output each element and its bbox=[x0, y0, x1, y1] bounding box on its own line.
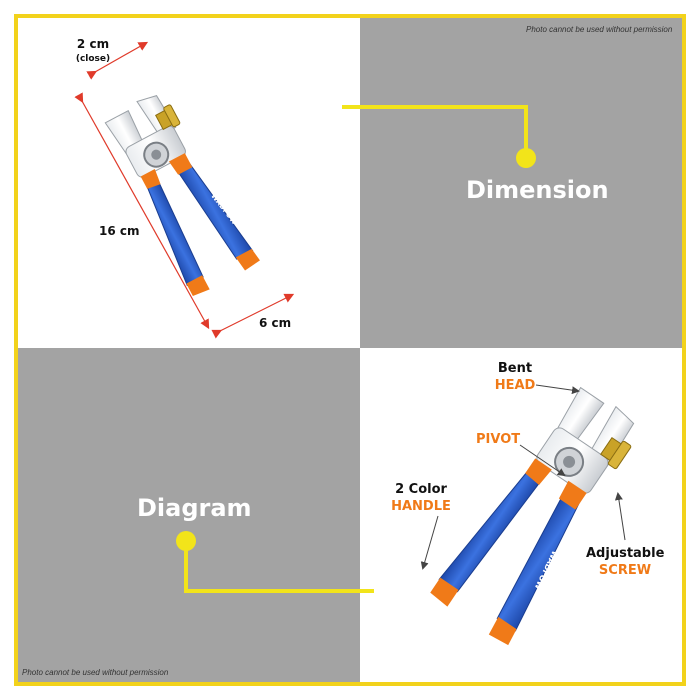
handle-callout: 2 Color HANDLE bbox=[386, 481, 456, 515]
permission-notice-top: Photo cannot be used without permission bbox=[526, 25, 673, 34]
length-dimension-label: 16 cm bbox=[99, 224, 140, 238]
dimension-arrows bbox=[74, 41, 295, 339]
diagram-heading: Diagram bbox=[137, 494, 252, 522]
panel-dimension-title bbox=[360, 18, 682, 348]
handle-line2: HANDLE bbox=[391, 499, 451, 514]
width-value: 2 cm bbox=[76, 37, 110, 51]
permission-notice-bottom: Photo cannot be used without permission bbox=[22, 668, 169, 677]
screw-callout: Adjustable SCREW bbox=[586, 545, 664, 579]
callout-arrows bbox=[420, 384, 626, 570]
bent-head-callout: Bent HEAD bbox=[490, 360, 540, 394]
handle-dimension-label: 6 cm bbox=[259, 316, 292, 330]
yellow-frame bbox=[14, 14, 686, 686]
screw-line2: SCREW bbox=[598, 563, 652, 578]
width-dimension-label: 2 cm (close) bbox=[68, 36, 118, 65]
screw-line1: Adjustable bbox=[586, 546, 665, 561]
handle-line1: 2 Color bbox=[395, 482, 447, 497]
panel-diagram-photo bbox=[360, 348, 682, 682]
dimension-heading: Dimension bbox=[466, 176, 609, 204]
panel-diagram-title bbox=[18, 348, 360, 682]
pliers-diagram-image: WADFOW bbox=[430, 386, 635, 646]
bent-head-line2: HEAD bbox=[494, 378, 536, 393]
bent-head-line1: Bent bbox=[497, 361, 533, 376]
diagram-connector bbox=[176, 531, 374, 593]
pliers-dimension-image: WADFOW bbox=[104, 95, 260, 297]
pivot-callout: PIVOT bbox=[476, 432, 521, 447]
dimension-connector bbox=[342, 105, 536, 168]
width-subtext: (close) bbox=[75, 54, 111, 64]
